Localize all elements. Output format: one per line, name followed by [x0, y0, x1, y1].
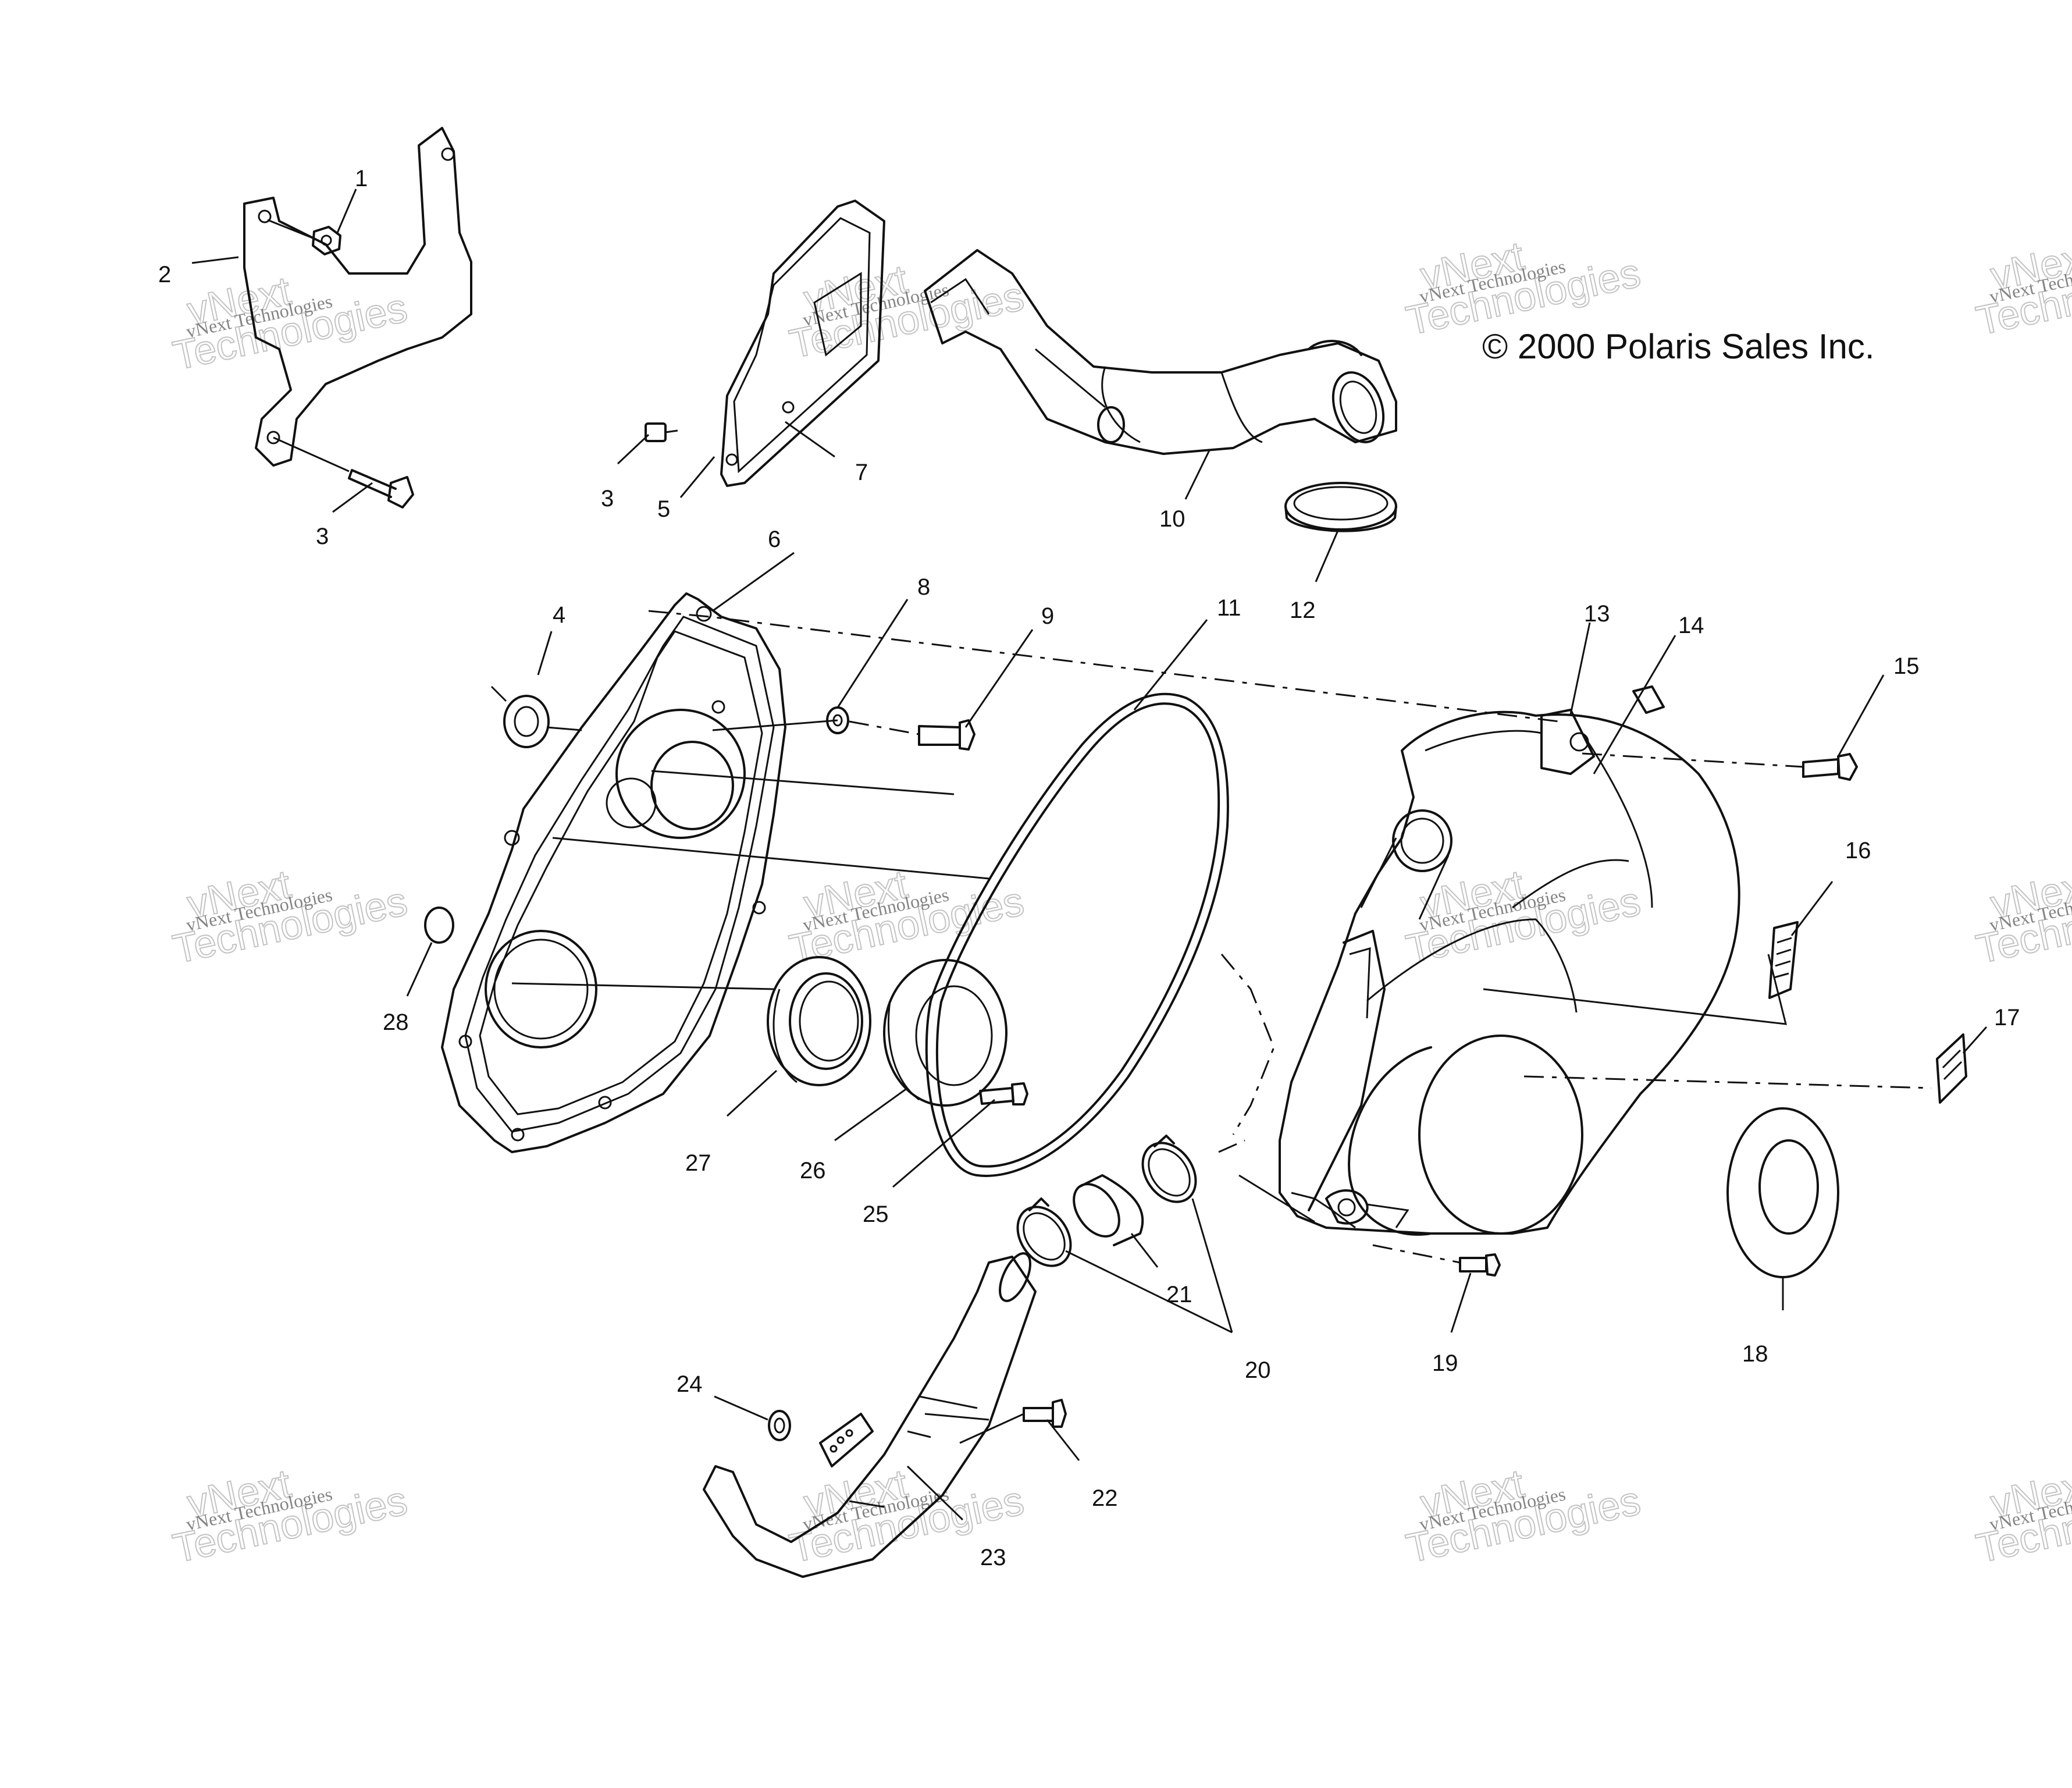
- diamond-decal: [1936, 1033, 1967, 1104]
- duct-washer: [768, 1410, 791, 1441]
- watermark: vNext Technologies vNext Technologies: [169, 1460, 412, 1572]
- callout-2: 2: [158, 262, 171, 287]
- drive-belt: [925, 692, 1229, 1177]
- callout-13: 13: [1584, 601, 1610, 627]
- watermark: vNext Technologies vNext Technologies: [785, 255, 1028, 367]
- mounting-bracket: [243, 127, 472, 467]
- cover-bolt: [918, 719, 976, 751]
- callout-12: 12: [1290, 598, 1316, 623]
- screw: [645, 422, 678, 442]
- watermark: vNext Technologies vNext Technologies: [1402, 861, 1645, 972]
- callout-22: 22: [1092, 1485, 1118, 1511]
- warning-decal: [1768, 921, 1799, 999]
- callout-labels: 1 2 3 3 4 5 6 7 8 9 10 11 12 13 14 15 16…: [158, 166, 2020, 1570]
- callout-9: 9: [1041, 603, 1054, 629]
- outer-gasket: [1726, 1107, 1839, 1278]
- callout-10: 10: [1159, 506, 1185, 532]
- seal-plate: [883, 959, 1007, 1107]
- exhaust-duct: [703, 1252, 1037, 1578]
- decal-small: [1632, 685, 1665, 714]
- watermarks: vNext Technologies vNext Technologies vN…: [169, 232, 2072, 1572]
- callout-18: 18: [1742, 1341, 1768, 1367]
- cover-screw: [1802, 753, 1858, 781]
- duct-bolt: [1023, 1399, 1067, 1428]
- plate-screw: [979, 1082, 1028, 1105]
- callout-8: 8: [917, 574, 930, 600]
- callout-1: 1: [355, 166, 368, 191]
- callout-24: 24: [677, 1371, 703, 1397]
- duct-seal-ring: [1284, 482, 1397, 532]
- callout-17: 17: [1994, 1005, 2020, 1030]
- callout-26: 26: [800, 1158, 826, 1183]
- watermark: vNext Technologies vNext Technologies: [169, 267, 412, 379]
- watermark: vNext Technologies vNext Technologies: [1972, 232, 2072, 344]
- callout-23: 23: [980, 1545, 1006, 1570]
- intake-duct: [924, 249, 1397, 455]
- outer-clutch-cover: [1279, 709, 1740, 1236]
- copyright-text: © 2000 Polaris Sales Inc.: [1482, 327, 1875, 366]
- bolt: [273, 436, 414, 509]
- callout-28: 28: [383, 1009, 409, 1035]
- hose-clamps: [1016, 1135, 1197, 1267]
- lower-screw: [1459, 1253, 1501, 1277]
- callout-14: 14: [1678, 613, 1704, 638]
- watermark: vNext Technologies vNext Technologies: [1402, 232, 1645, 344]
- seal: [767, 956, 871, 1086]
- inner-cover-backplate: [441, 592, 786, 1153]
- callout-7: 7: [855, 460, 868, 485]
- watermark: vNext Technologies vNext Technologies: [169, 861, 412, 972]
- callout-3: 3: [316, 524, 329, 549]
- callout-4: 4: [553, 602, 565, 628]
- nut: [267, 219, 341, 255]
- plug: [424, 907, 454, 944]
- watermark: vNext Technologies vNext Technologies: [1972, 1460, 2072, 1572]
- callout-27: 27: [685, 1150, 711, 1176]
- callout-11: 11: [1217, 595, 1241, 621]
- callout-25: 25: [863, 1202, 889, 1227]
- callout-20: 20: [1245, 1357, 1271, 1383]
- callout-21: 21: [1166, 1282, 1192, 1307]
- duct-coupler: [1073, 1174, 1144, 1246]
- leader-lines: [191, 189, 1988, 1521]
- washer: [490, 685, 582, 748]
- watermark: vNext Technologies vNext Technologies: [1402, 1460, 1645, 1572]
- air-duct-plate: [720, 200, 885, 487]
- callout-5: 5: [657, 496, 670, 522]
- watermark: vNext Technologies vNext Technologies: [785, 861, 1028, 972]
- callout-6: 6: [768, 527, 781, 552]
- callout-3-screw: 3: [601, 486, 614, 511]
- watermark: vNext Technologies vNext Technologies: [1972, 861, 2072, 972]
- callout-16: 16: [1845, 838, 1871, 863]
- alignment-lines: [511, 610, 1932, 1444]
- callout-15: 15: [1893, 653, 1920, 679]
- callout-19: 19: [1432, 1350, 1458, 1376]
